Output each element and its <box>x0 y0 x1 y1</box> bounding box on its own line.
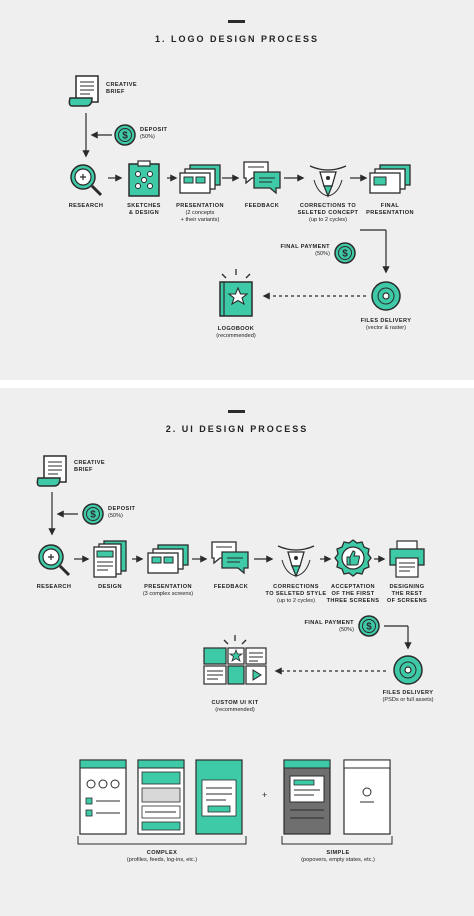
step-label: PRESENTATION(2 concepts + their variants… <box>176 203 224 223</box>
logo-process-arrows <box>82 113 390 300</box>
ui-process-panel: 2. UI DESIGN PROCESS + <box>0 388 474 916</box>
final-payment-label: FINAL PAYMENT(50%) <box>280 244 330 257</box>
brief-label: CREATIVE BRIEF <box>106 82 138 95</box>
step-label: SKETCHES & DESIGN <box>127 203 161 216</box>
empty-state-screen <box>343 759 391 835</box>
screens-icon <box>147 544 189 574</box>
step-label: RESEARCH <box>36 584 72 590</box>
pages-icon <box>93 540 127 578</box>
simple-screens-illustration <box>283 759 391 835</box>
step-label: FEEDBACK <box>213 584 249 590</box>
files-delivery-label: FILES DELIVERY(PSDs or full assets) <box>382 690 434 703</box>
complex-screens-illustration <box>79 759 243 835</box>
complex-label: COMPLEX(profiles, feeds, log-ins, etc.) <box>126 850 198 863</box>
pen-nib-icon <box>309 165 347 198</box>
title-dash <box>228 410 245 413</box>
logo-process-title: 1. LOGO DESIGN PROCESS <box>154 34 320 44</box>
step-label: FINAL PRESENTATION <box>366 203 414 216</box>
chat-bubbles-icon <box>211 541 249 575</box>
scroll-icon <box>36 455 67 487</box>
screens-icon <box>369 164 411 194</box>
disc-icon <box>371 281 401 311</box>
logo-process-panel: 1. LOGO DESIGN PROCESS <box>0 0 474 380</box>
book-star-icon <box>219 269 253 317</box>
step-label: PRESENTATION(3 complex screens) <box>142 584 194 597</box>
plus-separator: + <box>262 790 267 800</box>
magnifier-icon <box>38 544 71 577</box>
title-dash <box>228 20 245 23</box>
final-payment-label: FINAL PAYMENT(50%) <box>304 620 354 633</box>
dollar-coin-icon: $ <box>358 615 380 637</box>
chat-bubbles-icon <box>243 161 281 195</box>
login-screen <box>195 759 243 835</box>
disc-icon <box>393 655 423 685</box>
brief-label: CREATIVE BRIEF <box>74 460 106 473</box>
scroll-icon <box>68 75 99 107</box>
simple-label: SIMPLE(popovers, empty states, etc.) <box>301 850 375 863</box>
svg-text:$: $ <box>342 249 348 260</box>
svg-text:$: $ <box>122 131 128 142</box>
step-label: FEEDBACK <box>244 203 280 209</box>
step-label: CORRECTIONS TO SELETED STYLE(up to 2 cyc… <box>265 584 327 604</box>
dollar-coin-icon: $ <box>82 503 104 525</box>
pen-nib-icon <box>277 545 315 578</box>
step-label: ACCEPTATION OF THE FIRST THREE SCREENS <box>326 584 380 604</box>
ui-process-title: 2. UI DESIGN PROCESS <box>165 424 309 434</box>
ui-process-arrows: + <box>48 492 412 845</box>
svg-text:$: $ <box>366 622 372 633</box>
printer-pages-icon <box>389 540 425 578</box>
deposit-label: DEPOSIT(50%) <box>140 127 168 140</box>
step-label: CORRECTIONS TO SELETED CONCEPT(up to 2 c… <box>297 203 359 223</box>
deposit-label: DEPOSIT(50%) <box>108 506 136 519</box>
files-delivery-label: FILES DELIVERY(vector & raster) <box>360 318 412 331</box>
svg-text:$: $ <box>90 510 96 521</box>
magnifier-icon <box>70 164 103 197</box>
profile-screen <box>79 759 127 835</box>
ui-kit-label: CUSTOM UI KIT(recommended) <box>211 700 259 713</box>
clipboard-icon <box>128 160 160 197</box>
feed-screen <box>137 759 185 835</box>
dollar-coin-icon: $ <box>334 242 356 264</box>
step-label: DESIGNING THE REST OF SCREENS <box>386 584 428 604</box>
thumbs-up-badge-icon <box>334 539 372 577</box>
step-label: RESEARCH <box>68 203 104 209</box>
logobook-label: LOGOBOOK(recommended) <box>216 326 256 339</box>
step-label: DESIGN <box>98 584 122 590</box>
popover-screen <box>283 759 331 835</box>
screens-icon <box>179 164 221 194</box>
ui-kit-icon <box>203 635 267 685</box>
dollar-coin-icon: $ <box>114 124 136 146</box>
